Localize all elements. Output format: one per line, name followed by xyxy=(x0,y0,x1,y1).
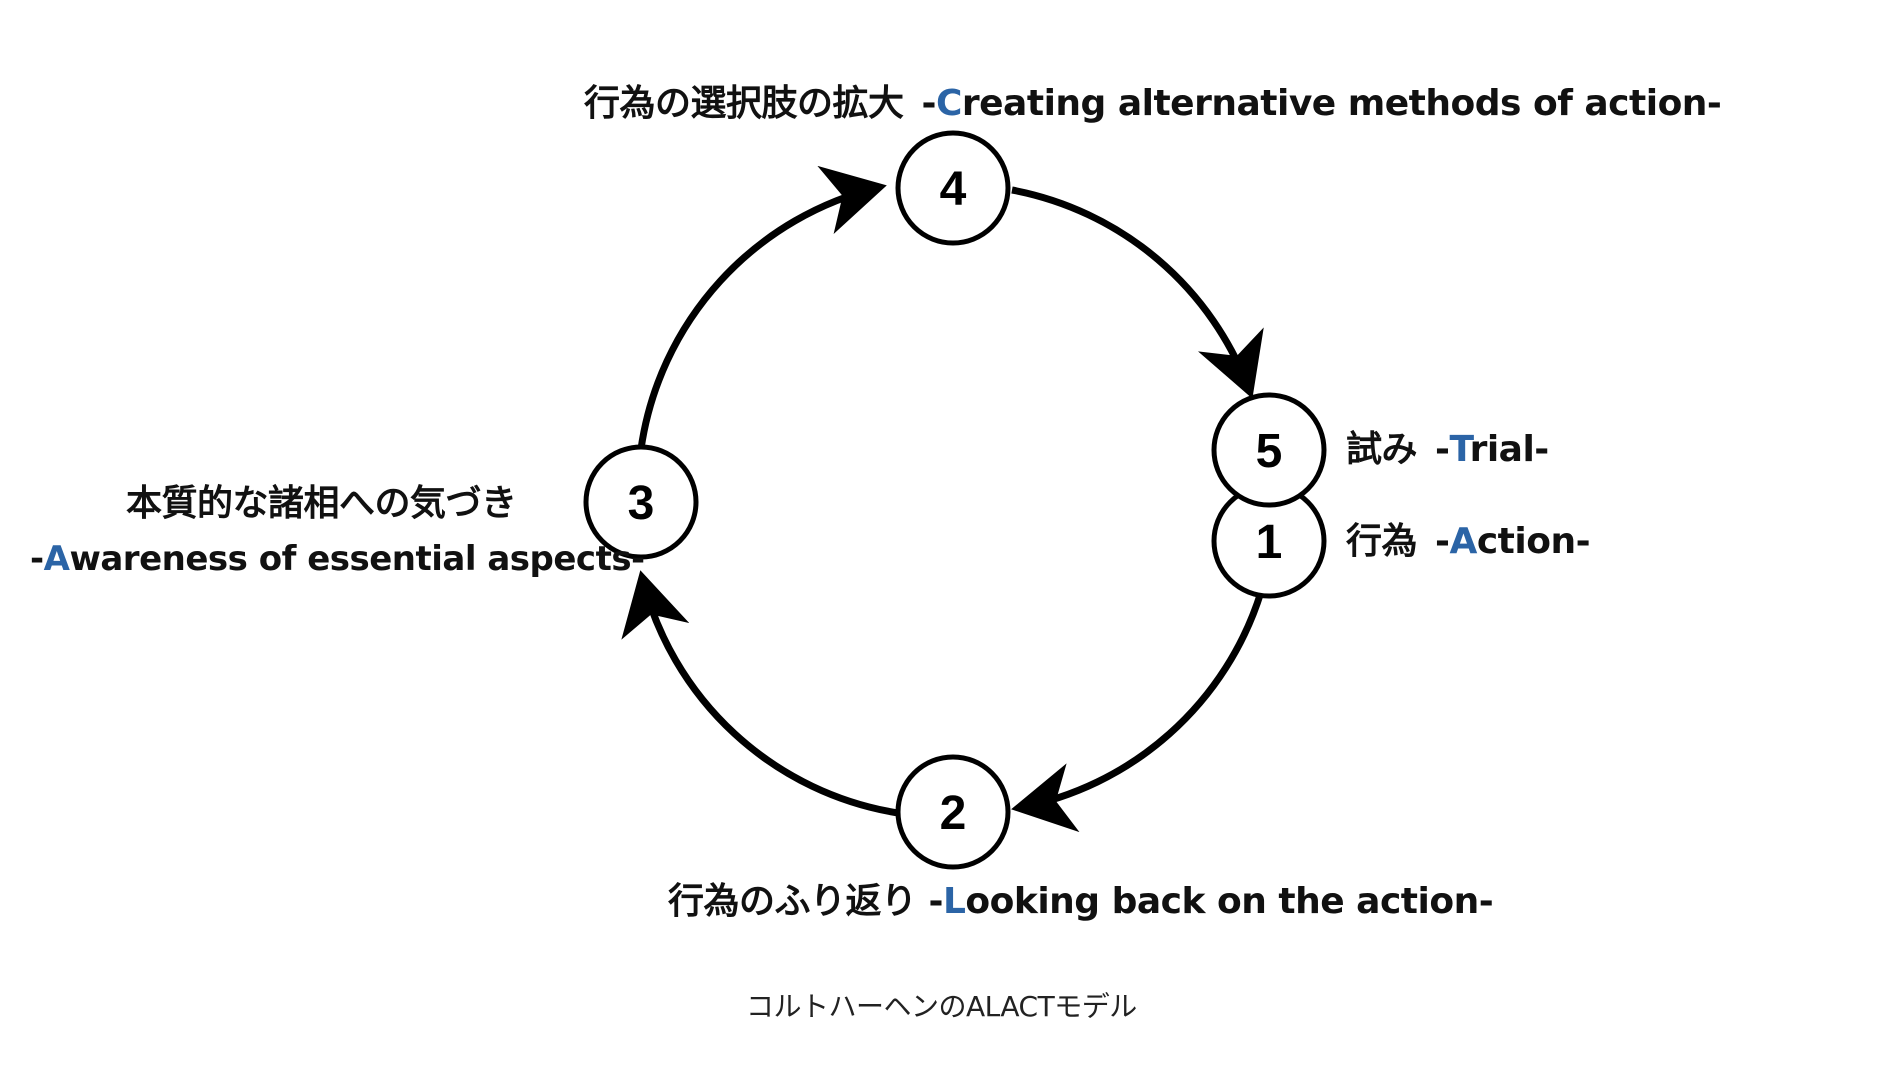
node-number: 5 xyxy=(1256,425,1283,478)
label-ja: 試み xyxy=(1346,429,1418,470)
node-number: 1 xyxy=(1256,516,1283,569)
node-5: 5 xyxy=(1211,392,1327,508)
node-circle xyxy=(1211,392,1327,508)
node-number: 4 xyxy=(940,163,967,216)
node-number: 2 xyxy=(940,787,967,840)
node-circle xyxy=(583,444,699,560)
label-en-rest: wareness of essential aspects- xyxy=(69,539,645,579)
label-node-3-ja: 本質的な諸相への気づき xyxy=(126,486,517,522)
label-en-rest: ooking back on the action- xyxy=(965,881,1494,922)
label-ja: 本質的な諸相への気づき xyxy=(126,483,517,524)
label-node-3-en: -Awareness of essential aspects- xyxy=(30,542,645,576)
node-2: 2 xyxy=(895,754,1011,870)
label-en-initial: A xyxy=(1449,521,1477,562)
label-en-dash: - xyxy=(1435,429,1450,470)
label-en-rest: ction- xyxy=(1476,521,1591,562)
label-node-5: 試み-Trial- xyxy=(1346,432,1549,468)
arrow-2-to-3 xyxy=(621,570,899,817)
label-en-initial: A xyxy=(43,539,70,579)
label-en-initial: C xyxy=(935,83,962,124)
label-en-rest: reating alternative methods of action- xyxy=(961,83,1722,124)
arrow-1-to-2 xyxy=(1011,590,1265,833)
label-node-4: 行為の選択肢の拡大-Creating alternative methods o… xyxy=(584,83,1722,124)
node-3: 3 xyxy=(583,444,699,560)
arrow-3-to-4 xyxy=(637,165,887,450)
label-ja: 行為のふり返り xyxy=(668,881,917,922)
label-en-dash: - xyxy=(1435,521,1450,562)
label-en-dash: - xyxy=(928,881,944,922)
label-ja: 行為の選択肢の拡大 xyxy=(584,83,904,124)
label-en-dash: - xyxy=(30,539,44,579)
diagram-caption: コルトハーヘンのALACTモデル xyxy=(746,990,1137,1023)
node-circle xyxy=(895,754,1011,870)
label-en-initial: L xyxy=(942,881,966,922)
label-en-dash: - xyxy=(921,83,937,124)
arrow-4-to-5 xyxy=(1011,186,1264,399)
label-en-rest: rial- xyxy=(1469,429,1550,470)
label-node-1: 行為-Action- xyxy=(1346,521,1591,562)
label-ja: 行為 xyxy=(1346,521,1418,562)
node-number: 3 xyxy=(628,477,655,530)
node-circle xyxy=(895,130,1011,246)
label-en-initial: T xyxy=(1449,429,1470,470)
node-4: 4 xyxy=(895,130,1011,246)
label-node-2: 行為のふり返り-Looking back on the action- xyxy=(668,881,1494,922)
